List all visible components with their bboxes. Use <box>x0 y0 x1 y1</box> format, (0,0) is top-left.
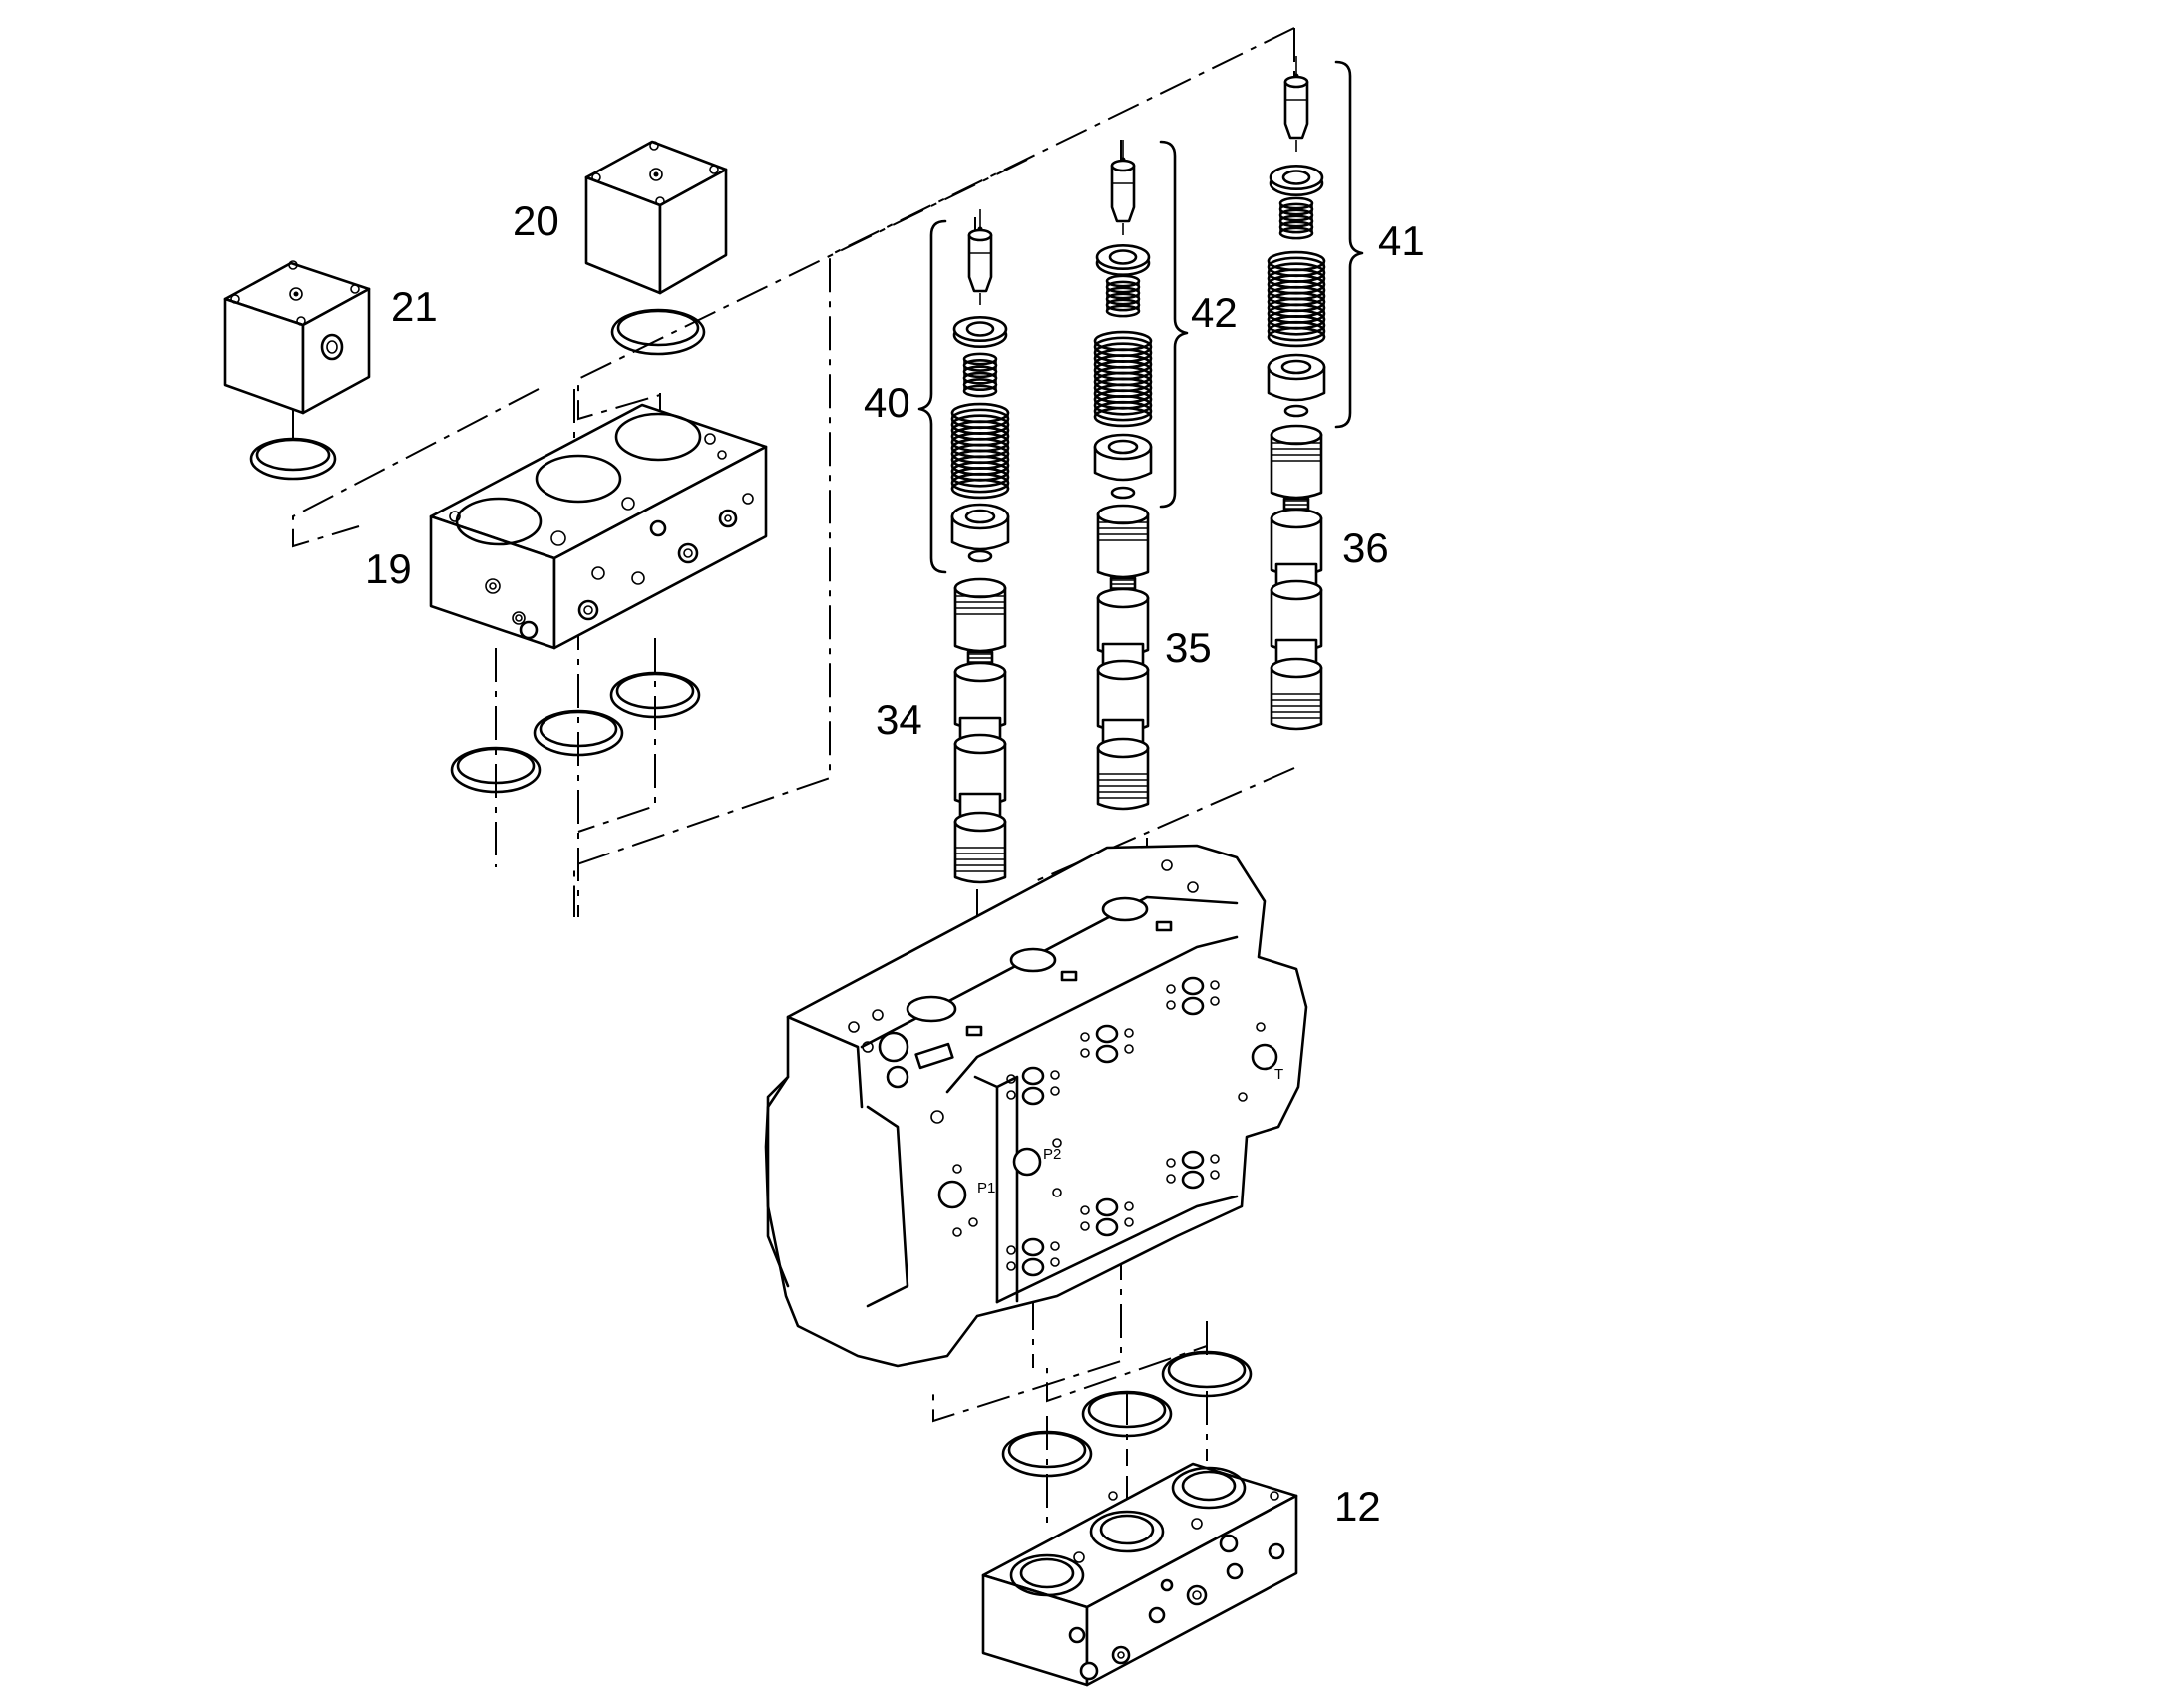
label-35: 35 <box>1165 624 1212 671</box>
spool-stack-40-34 <box>950 209 1010 884</box>
port-group <box>1080 1197 1134 1237</box>
label-21: 21 <box>391 283 438 330</box>
label-42: 42 <box>1191 289 1238 336</box>
label-12: 12 <box>1334 1483 1381 1530</box>
port-label-p2: P2 <box>1043 1146 1061 1163</box>
label-34: 34 <box>876 696 922 743</box>
port-group <box>1166 1150 1220 1190</box>
spool-stack-41-36 <box>1267 56 1326 731</box>
spool-stacks <box>950 56 1326 884</box>
cover-cube-20 <box>584 140 728 295</box>
o-ring-20 <box>610 308 706 356</box>
label-19: 19 <box>365 545 412 592</box>
brackets <box>917 60 1364 574</box>
o-ring-21 <box>249 437 337 481</box>
spool-stack-42-35 <box>1093 140 1153 811</box>
label-20: 20 <box>513 197 559 244</box>
port-group <box>1166 976 1220 1016</box>
label-40: 40 <box>864 379 910 426</box>
o-rings-12 <box>1001 1350 1253 1478</box>
port-label-p1: P1 <box>977 1180 995 1196</box>
o-rings-19-lower <box>450 671 701 794</box>
callout-labels: 12 19 20 21 34 35 36 40 41 42 <box>365 197 1425 1530</box>
manifold-plate-12 <box>981 1462 1298 1687</box>
port-group <box>1006 1066 1060 1106</box>
port-group <box>1080 1024 1134 1064</box>
port-label-t: T <box>1274 1066 1283 1083</box>
port-group <box>1006 1237 1060 1277</box>
manifold-plate-19 <box>429 403 768 650</box>
label-36: 36 <box>1342 524 1389 571</box>
cover-cube-21 <box>223 260 371 415</box>
main-valve-body: P1 P2 T <box>764 844 1308 1368</box>
label-41: 41 <box>1378 217 1425 264</box>
